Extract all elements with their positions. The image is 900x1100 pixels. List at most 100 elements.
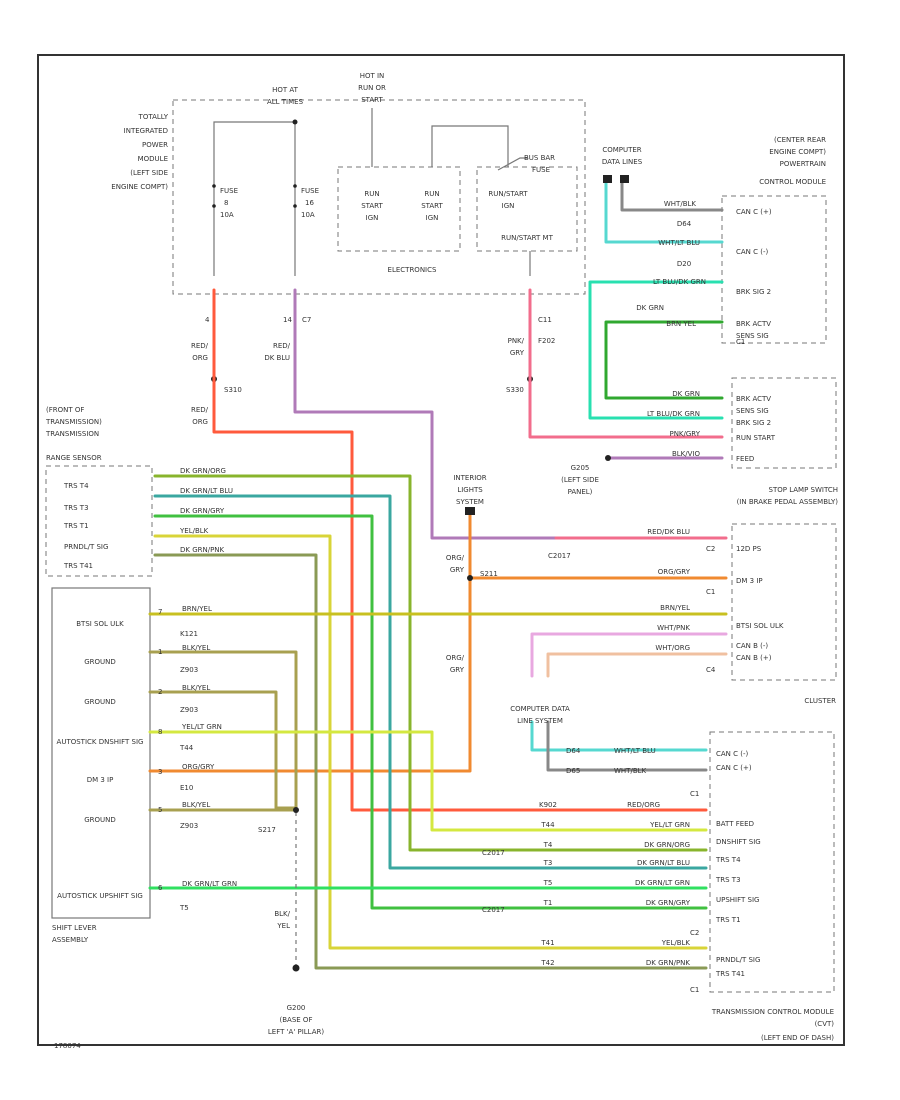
svg-text:DM 3 IP: DM 3 IP — [87, 776, 114, 784]
cavity-f202-label: F202 — [538, 337, 555, 345]
svg-text:CONTROL MODULE: CONTROL MODULE — [759, 178, 826, 186]
fuse-8-icon — [212, 184, 216, 208]
wire-pcm-wht-blk — [620, 178, 724, 212]
svg-text:BRK ACTV: BRK ACTV — [736, 395, 771, 403]
wire-yel-blk — [153, 534, 708, 950]
svg-text:TRS T4: TRS T4 — [63, 482, 89, 490]
electronics-label: ELECTRONICS — [388, 266, 437, 274]
svg-text:GRY: GRY — [450, 666, 465, 674]
svg-text:(LEFT END OF DASH): (LEFT END OF DASH) — [761, 1034, 834, 1042]
cavity-c11-label: C11 — [538, 316, 552, 324]
svg-text:ORG: ORG — [192, 418, 208, 426]
svg-text:AUTOSTICK UPSHIFT SIG: AUTOSTICK UPSHIFT SIG — [57, 892, 143, 900]
runstart-ign-label: RUN/START IGN — [488, 190, 528, 210]
cluster-wire-labels: RED/DK BLU ORG/GRY BRN/YEL WHT/PNK WHT/O… — [647, 528, 690, 652]
pcm-data-connector-2 — [620, 175, 629, 183]
svg-text:BTSI SOL ULK: BTSI SOL ULK — [76, 620, 124, 628]
wire-cluster-wht-org — [546, 652, 728, 678]
svg-text:BRK ACTV: BRK ACTV — [736, 320, 771, 328]
svg-text:CAN C (+): CAN C (+) — [716, 764, 752, 772]
relay-box-right — [476, 166, 578, 252]
svg-text:ALL TIMES: ALL TIMES — [267, 98, 304, 106]
svg-text:FEED: FEED — [736, 455, 754, 463]
svg-text:BTSI SOL ULK: BTSI SOL ULK — [736, 622, 784, 630]
cluster-box — [731, 523, 837, 681]
svg-text:YEL/BLK: YEL/BLK — [179, 527, 209, 535]
pcm-label: (CENTER REAR ENGINE COMPT) POWERTRAIN CO… — [759, 136, 826, 186]
svg-text:PNK/: PNK/ — [508, 337, 525, 345]
pcm-wire-labels: WHT/BLK WHT/LT BLU LT BLU/DK GRN DK GRN … — [636, 200, 706, 328]
stop-lamp-pin-labels: BRK ACTV SENS SIG BRK SIG 2 RUN START FE… — [736, 395, 776, 463]
trs-pin-labels: TRS T4 TRS T3 TRS T1 PRNDL/T SIG TRS T41 — [63, 482, 108, 570]
svg-text:BRK SIG 2: BRK SIG 2 — [736, 419, 771, 427]
svg-text:DK GRN/PNK: DK GRN/PNK — [180, 546, 225, 554]
g205-ground-dot — [605, 455, 611, 461]
hot-at-label: HOT AT ALL TIMES — [267, 86, 304, 106]
relay-2-label: RUN START IGN — [421, 190, 443, 222]
svg-text:T5: T5 — [543, 879, 553, 887]
svg-text:BLK/: BLK/ — [274, 910, 290, 918]
svg-text:T42: T42 — [540, 959, 554, 967]
svg-text:IGN: IGN — [426, 214, 439, 222]
tipm-relay-link — [431, 125, 509, 167]
svg-text:GROUND: GROUND — [84, 698, 116, 706]
svg-text:3: 3 — [158, 768, 162, 776]
svg-text:BRN YEL: BRN YEL — [666, 320, 696, 328]
svg-text:POWERTRAIN: POWERTRAIN — [780, 160, 826, 168]
svg-text:FUSE: FUSE — [532, 166, 550, 174]
svg-text:FUSE: FUSE — [301, 187, 319, 195]
svg-text:GRY: GRY — [510, 349, 525, 357]
svg-text:DK GRN/ORG: DK GRN/ORG — [644, 841, 690, 849]
svg-text:10A: 10A — [220, 211, 234, 219]
fuse-16-icon — [293, 184, 297, 208]
svg-text:T41: T41 — [540, 939, 554, 947]
svg-text:CAN C (-): CAN C (-) — [736, 248, 769, 256]
svg-text:BLK/YEL: BLK/YEL — [182, 684, 210, 692]
svg-text:ASSEMBLY: ASSEMBLY — [52, 936, 89, 944]
svg-text:START: START — [361, 202, 383, 210]
svg-text:ENGINE COMPT): ENGINE COMPT) — [769, 148, 826, 156]
svg-text:RUN: RUN — [364, 190, 379, 198]
shift-lever-box — [51, 587, 151, 919]
svg-text:COMPUTER: COMPUTER — [602, 146, 641, 154]
svg-text:FUSE: FUSE — [220, 187, 238, 195]
red-org-label: RED/ ORG RED/ ORG — [191, 342, 209, 426]
tipm-hot-feed — [213, 121, 296, 276]
svg-text:2: 2 — [158, 688, 162, 696]
trs-wire-labels: DK GRN/ORG DK GRN/LT BLU DK GRN/GRY YEL/… — [179, 467, 233, 554]
wire-pcm-lt-blu-dk-grn — [588, 280, 724, 420]
svg-text:SENS SIG: SENS SIG — [736, 332, 769, 340]
svg-text:(CVT): (CVT) — [815, 1020, 835, 1028]
tcm-conns: C1 C2 C1 — [690, 790, 699, 994]
pcm-data-connector-1 — [603, 175, 612, 183]
tcm-box — [709, 731, 835, 993]
svg-text:T1: T1 — [543, 899, 553, 907]
splice-s310-label: S310 — [224, 386, 242, 394]
svg-text:GROUND: GROUND — [84, 658, 116, 666]
tcm-label: TRANSMISSION CONTROL MODULE (CVT) (LEFT … — [711, 1008, 834, 1042]
svg-text:8: 8 — [158, 728, 162, 736]
svg-text:12D PS: 12D PS — [736, 545, 762, 553]
pcm-conn: C1 — [736, 338, 745, 346]
svg-text:(CENTER REAR: (CENTER REAR — [774, 136, 826, 144]
svg-text:ORG/: ORG/ — [446, 554, 465, 562]
svg-text:LEFT 'A' PILLAR): LEFT 'A' PILLAR) — [268, 1028, 324, 1036]
tipm-label-line: ENGINE COMPT) — [111, 183, 168, 191]
trs-label: (FRONT OF TRANSMISSION) TRANSMISSION RAN… — [45, 406, 102, 462]
wire-cluster-wht-pnk — [530, 632, 728, 678]
svg-text:TRANSMISSION): TRANSMISSION) — [45, 418, 102, 426]
svg-text:ORG: ORG — [192, 354, 208, 362]
svg-text:C1: C1 — [690, 986, 699, 994]
svg-text:DM 3 IP: DM 3 IP — [736, 577, 763, 585]
svg-text:BLK/VIO: BLK/VIO — [672, 450, 701, 458]
wire-yel-lt-grn — [148, 730, 708, 832]
svg-text:RED/: RED/ — [191, 406, 209, 414]
stop-lamp-box — [731, 377, 837, 469]
shift-pin-numbers: 7 1 2 8 3 5 6 — [158, 608, 163, 892]
svg-text:DNSHIFT SIG: DNSHIFT SIG — [716, 838, 761, 846]
wire-dk-grn-pnk — [153, 553, 708, 970]
svg-text:5: 5 — [158, 806, 162, 814]
svg-text:1: 1 — [158, 648, 162, 656]
interior-lights-label: INTERIOR LIGHTS SYSTEM — [453, 474, 486, 506]
wire-pcm-dk-grn — [604, 320, 724, 400]
